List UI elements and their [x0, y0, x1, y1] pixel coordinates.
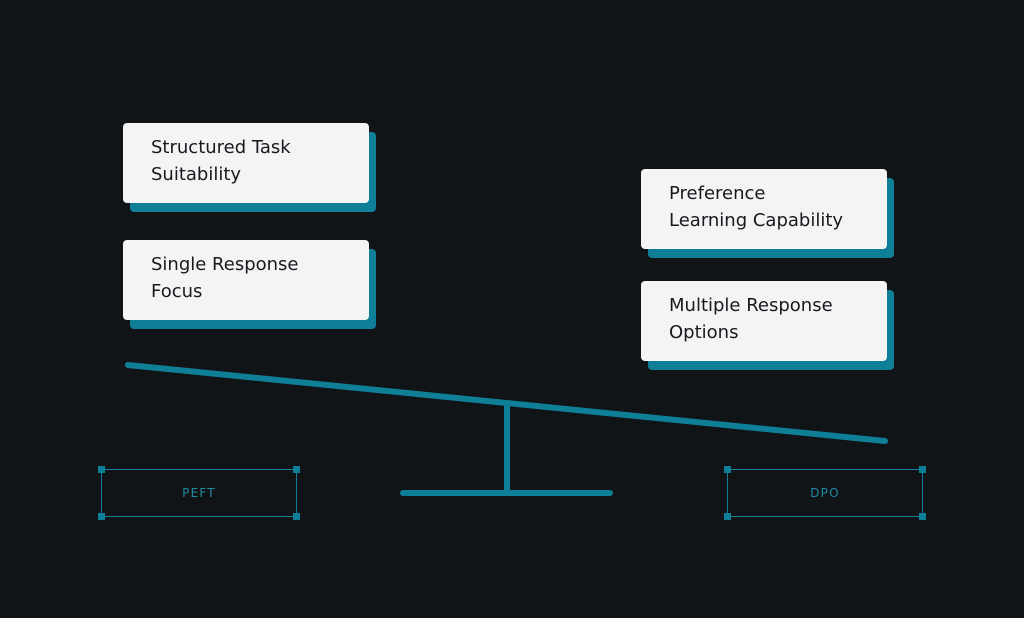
corner-handle [919, 466, 926, 473]
corner-handle [919, 513, 926, 520]
card-body: Single Response Focus [123, 240, 369, 320]
corner-handle [98, 466, 105, 473]
card-body: Multiple Response Options [641, 281, 887, 361]
label-box-peft: PEFT [98, 466, 300, 520]
label-peft: PEFT [182, 486, 216, 500]
card-preference-learning-capability: Preference Learning Capability [641, 169, 894, 261]
card-text: Multiple Response Options [669, 295, 833, 343]
card-body: Structured Task Suitability [123, 123, 369, 203]
seesaw-beam [125, 362, 888, 444]
corner-handle [724, 466, 731, 473]
corner-handle [293, 466, 300, 473]
card-text: Structured Task Suitability [151, 137, 291, 185]
card-body: Preference Learning Capability [641, 169, 887, 249]
card-structured-task-suitability: Structured Task Suitability [123, 123, 376, 215]
label-dpo: DPO [810, 486, 840, 500]
corner-handle [98, 513, 105, 520]
card-multiple-response-options: Multiple Response Options [641, 281, 894, 373]
card-single-response-focus: Single Response Focus [123, 240, 376, 332]
corner-handle [293, 513, 300, 520]
corner-handle [724, 513, 731, 520]
label-box-dpo: DPO [724, 466, 926, 520]
card-text: Preference Learning Capability [669, 183, 844, 231]
card-text: Single Response Focus [151, 254, 299, 302]
